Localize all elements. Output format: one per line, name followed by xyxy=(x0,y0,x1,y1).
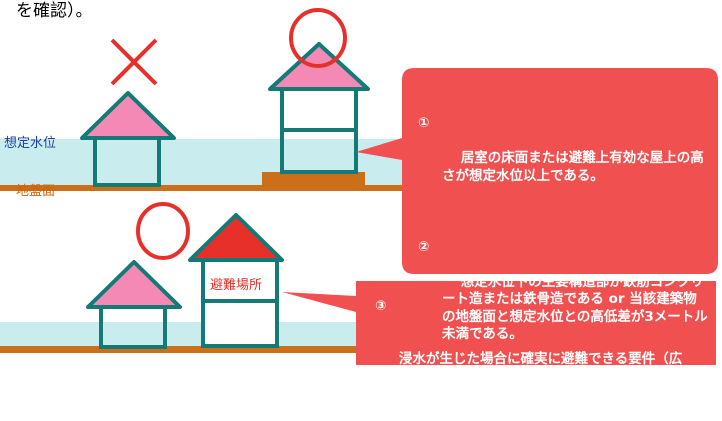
circle-mark-icon xyxy=(289,8,347,68)
shelter-building xyxy=(188,213,284,348)
ground-band-top xyxy=(0,185,430,191)
condition-text-3: 浸水が生じた場合に確実に避難できる要件（広さ、距離、経路、管理状況等）を満たす避… xyxy=(399,350,696,402)
condition-item-1: ① 居室の床面または避難上有効な屋上の高さが想定水位以上である。 xyxy=(418,115,708,203)
water-band-bottom xyxy=(0,322,380,346)
building-foundation-top xyxy=(262,172,365,187)
condition-number-1: ① xyxy=(418,115,430,131)
cross-mark-icon xyxy=(110,38,158,86)
condition-item-2: ② 想定水位下の主要構造部が鉄筋コンクリート造または鉄骨造である or 当該建築… xyxy=(418,239,708,362)
flood-diagram xyxy=(0,8,718,365)
water-level-label: 想定水位 xyxy=(4,136,57,151)
callout-bottom-bubble xyxy=(282,281,716,365)
intro-text-fragment: を確認）。 xyxy=(16,1,93,21)
condition-text-2: 想定水位下の主要構造部が鉄筋コンクリート造または鉄骨造である or 当該建築物の… xyxy=(442,273,708,343)
house-bottom-left xyxy=(86,260,182,349)
callout-bottom: ③ 浸水が生じた場合に確実に避難できる要件（広さ、距離、経路、管理状況等）を満た… xyxy=(375,298,705,421)
condition-text-1: 居室の床面または避難上有効な屋上の高さが想定水位以上である。 xyxy=(442,150,704,184)
callout-top: ① 居室の床面または避難上有効な屋上の高さが想定水位以上である。 ② 想定水位下… xyxy=(418,80,708,380)
callout-top-bubble xyxy=(356,68,718,274)
condition-number-2: ② xyxy=(418,238,430,255)
ground-level-label: 地盤面 xyxy=(16,184,56,199)
shelter-label: 避難場所 xyxy=(210,278,263,293)
house-fail xyxy=(80,91,176,187)
water-band-top xyxy=(0,139,430,185)
circle-mark-icon-bottom xyxy=(136,202,190,260)
ground-band-bottom xyxy=(0,346,380,353)
condition-number-3: ③ xyxy=(375,298,387,314)
